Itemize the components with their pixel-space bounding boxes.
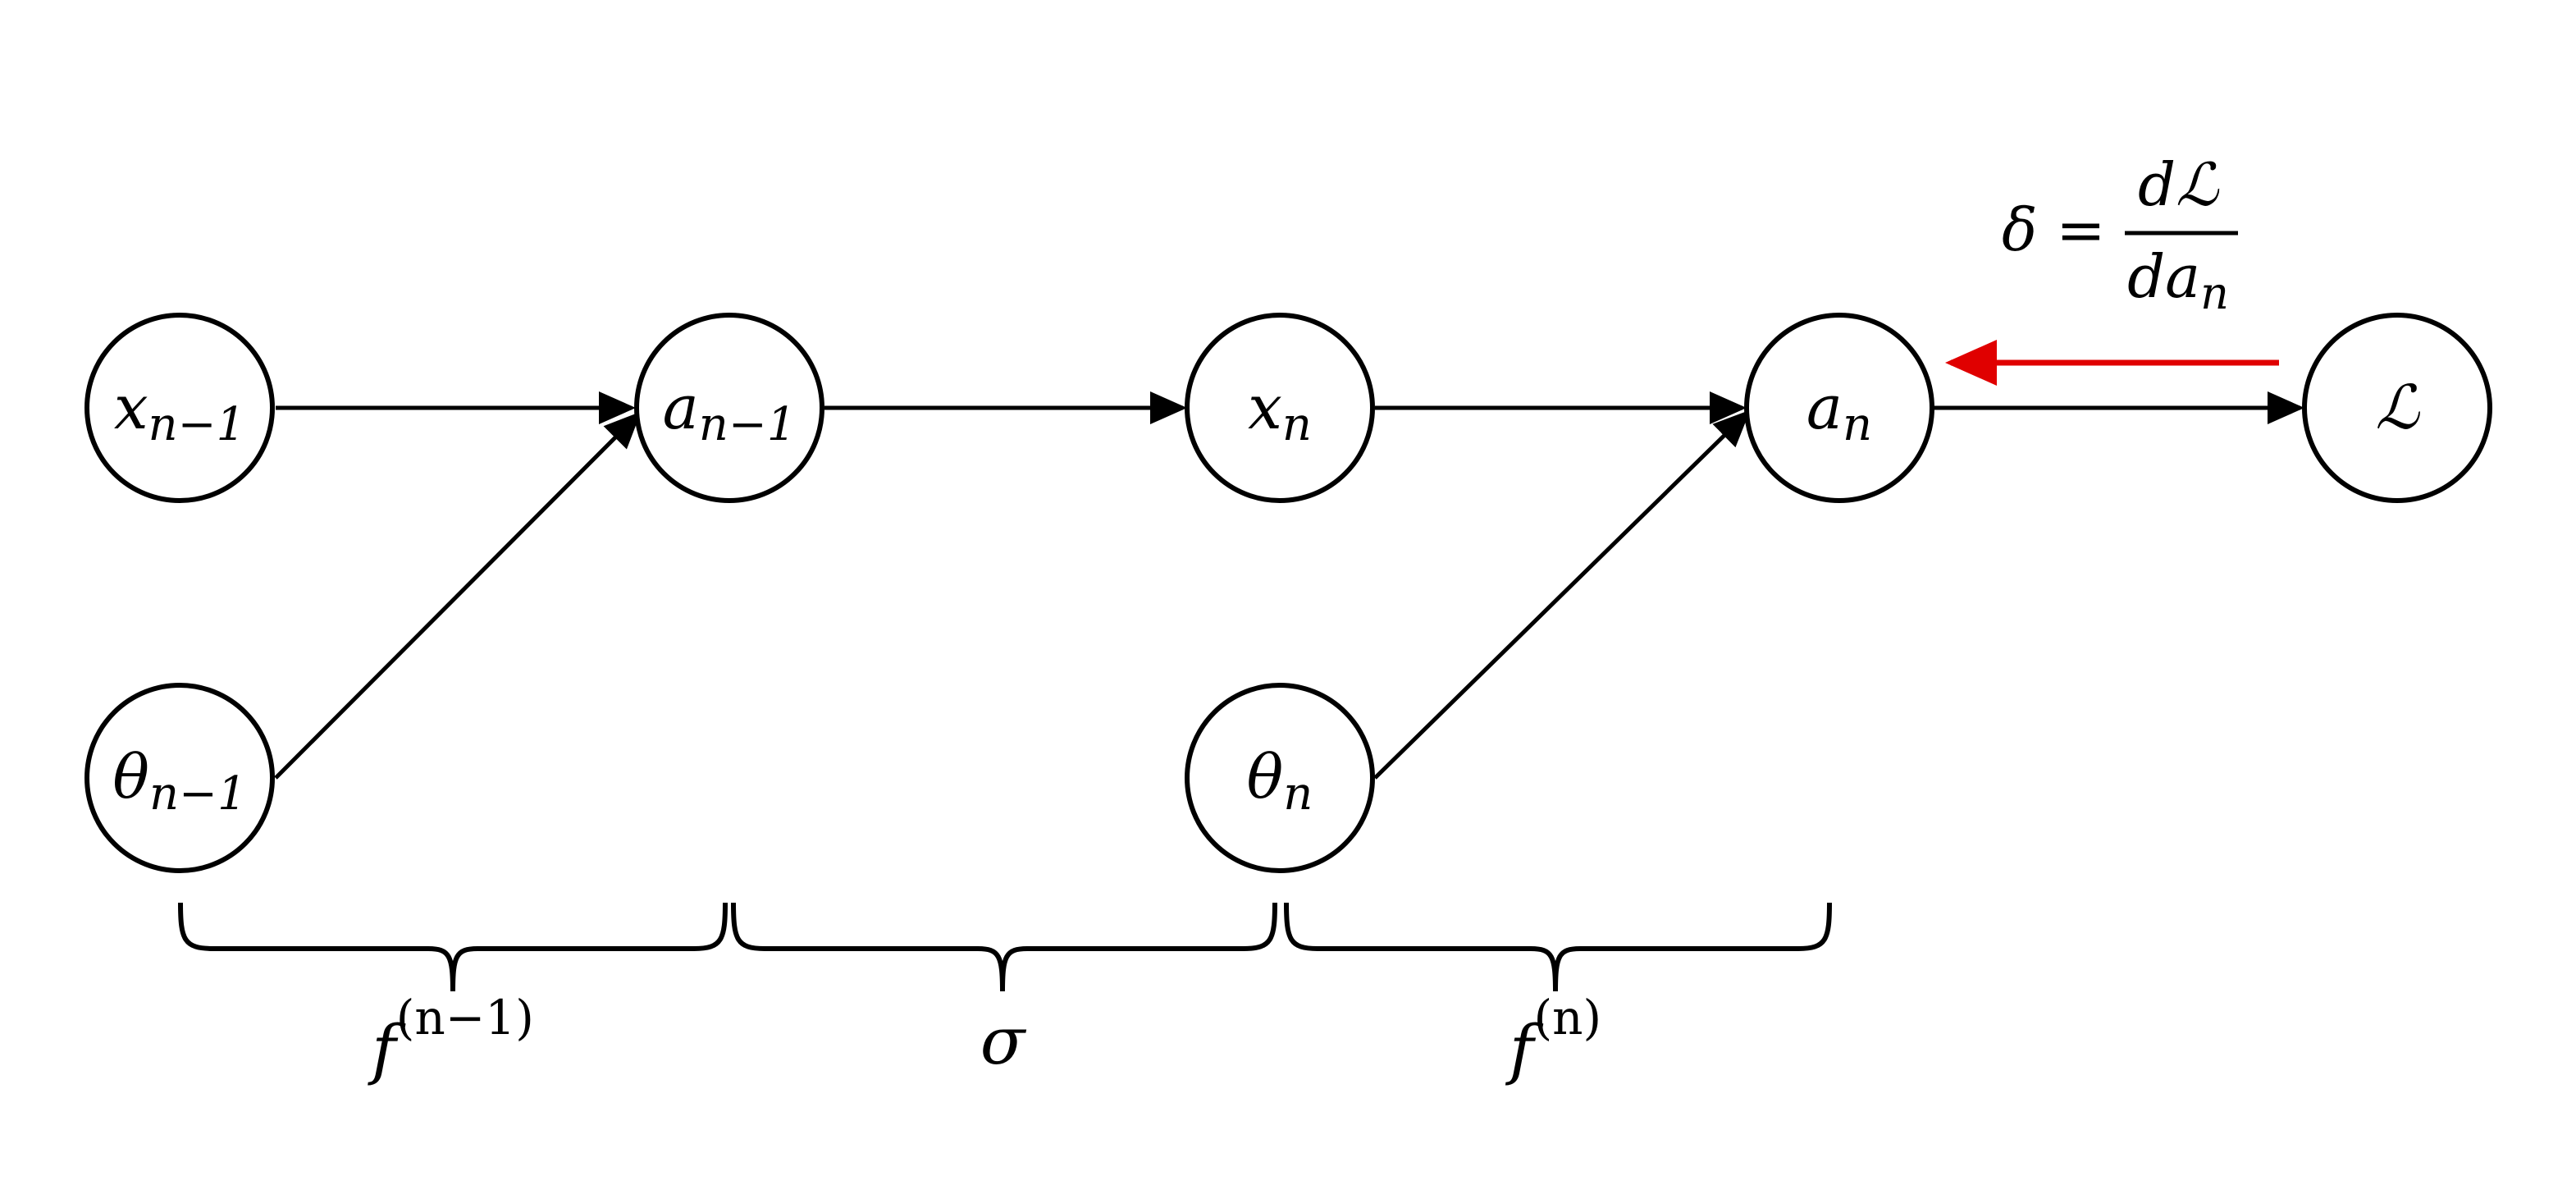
node-a-prev: an−1 bbox=[634, 313, 824, 503]
brace-sigma bbox=[731, 902, 1277, 992]
node-a-prev-sub: n−1 bbox=[699, 398, 797, 451]
node-theta-prev-sub: n−1 bbox=[149, 767, 247, 821]
brace-f-n bbox=[1284, 902, 1832, 992]
node-a-prev-base: a bbox=[663, 373, 699, 443]
svg-text:xn−1: xn−1 bbox=[114, 373, 245, 451]
svg-text:f(n): f(n) bbox=[1505, 990, 1601, 1087]
formula-lhs: δ = bbox=[2002, 195, 2106, 264]
node-theta-prev: θn−1 bbox=[84, 683, 275, 873]
braces: f(n−1) σ f(n) bbox=[178, 902, 1832, 1087]
node-a-n-sub: n bbox=[1843, 398, 1872, 451]
node-theta-prev-base: θ bbox=[112, 742, 149, 812]
node-x-n: xn bbox=[1185, 313, 1375, 503]
brace-label-fn-sup: (n) bbox=[1533, 990, 1601, 1045]
node-theta-n: θn bbox=[1185, 683, 1375, 873]
node-loss: ℒ bbox=[2302, 313, 2492, 503]
svg-text:ℒ: ℒ bbox=[2375, 373, 2420, 443]
svg-text:an: an bbox=[1806, 373, 1872, 451]
svg-text:dan: dan bbox=[2127, 242, 2229, 319]
brace-f-n-minus-1 bbox=[178, 902, 728, 992]
node-x-n-sub: n bbox=[1282, 398, 1312, 451]
gradient-formula: δ = dℒ dan bbox=[2002, 150, 2238, 319]
edges bbox=[274, 340, 2304, 780]
node-theta-n-base: θ bbox=[1247, 742, 1284, 812]
node-x-prev-sub: n−1 bbox=[148, 398, 246, 451]
svg-text:an−1: an−1 bbox=[663, 373, 797, 451]
node-loss-base: ℒ bbox=[2375, 373, 2420, 443]
svg-text:θn−1: θn−1 bbox=[112, 742, 246, 821]
edge-theta-n-to-a-n bbox=[1373, 409, 1751, 780]
svg-text:θn: θn bbox=[1247, 742, 1313, 821]
node-x-n-base: x bbox=[1248, 373, 1282, 443]
svg-text:xn: xn bbox=[1248, 373, 1312, 451]
nodes: xn−1 an−1 xn an ℒ bbox=[84, 313, 2492, 873]
formula-numerator: dℒ bbox=[2138, 150, 2220, 219]
node-x-prev: xn−1 bbox=[84, 313, 275, 503]
node-x-prev-base: x bbox=[114, 373, 148, 443]
node-a-n: an bbox=[1744, 313, 1934, 503]
brace-label-f-sup: (n−1) bbox=[396, 990, 534, 1045]
brace-label-sigma: σ bbox=[980, 1003, 1027, 1079]
node-a-n-base: a bbox=[1806, 373, 1843, 443]
node-theta-n-sub: n bbox=[1283, 767, 1313, 821]
edge-theta-prev-to-a-prev bbox=[274, 411, 642, 780]
formula-denominator-sub: n bbox=[2200, 268, 2229, 319]
svg-text:f(n−1): f(n−1) bbox=[368, 990, 534, 1087]
formula-denominator-base: da bbox=[2127, 242, 2200, 311]
